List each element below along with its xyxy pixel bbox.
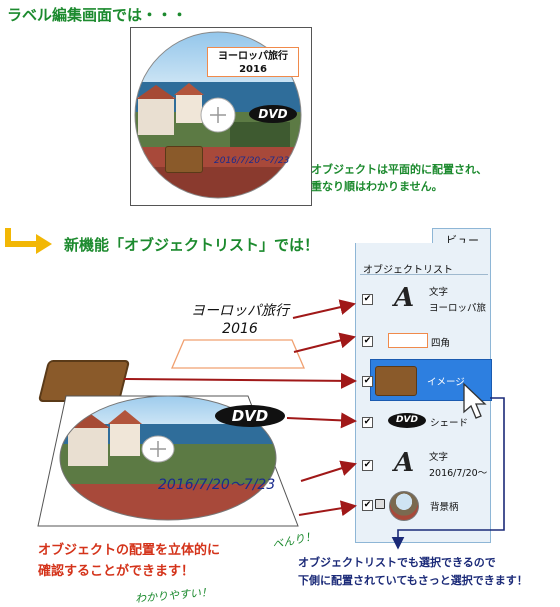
visibility-checkbox[interactable]: ✔ (362, 294, 373, 305)
row-label: 四角 (431, 338, 451, 349)
dvd-shade-icon: DVD (388, 413, 426, 428)
floating-dvd-logo: DVD (215, 405, 285, 427)
note-select-line-2: 下側に配置されていてもさっと選択できます！ (298, 574, 528, 587)
dvd-logo-text: DVD (258, 107, 288, 121)
row-sublabel: 2016/7/20〜 (429, 468, 488, 479)
lock-icon[interactable] (375, 499, 385, 509)
visibility-checkbox[interactable]: ✔ (362, 500, 373, 511)
row-label: 文字 (429, 287, 449, 298)
dvd-logo-small[interactable]: DVD (249, 105, 297, 123)
object-row-rectangle[interactable]: ✔ 四角 (356, 327, 492, 361)
yellow-arrow-icon (5, 228, 52, 254)
note-3d-line-2: 確認することができます！ (38, 564, 195, 579)
background-thumbnail-icon (389, 491, 419, 521)
suitcase-image-small[interactable] (165, 146, 203, 173)
row-label: イメージ (427, 377, 465, 388)
rectangle-icon (388, 333, 428, 348)
floating-title-text: ヨーロッパ旅行 2016 (185, 302, 295, 338)
panel-divider (360, 274, 488, 275)
note-flat-layout: オブジェクトは平面的に配置され、 重なり順はわかりません。 (311, 161, 487, 195)
floating-rectangle-layer (171, 339, 305, 369)
row-sublabel: ヨーロッパ旅 (429, 303, 487, 314)
floating-background-layer (37, 395, 299, 527)
heading-new-feature: 新機能「オブジェクトリスト」では！ (64, 236, 320, 254)
object-row-background[interactable]: ✔ 背景柄 (356, 489, 492, 523)
floating-year-line: 2016 (222, 321, 258, 337)
disc-preview (134, 31, 302, 199)
title-textbox[interactable]: ヨーロッパ旅行 2016 (207, 47, 299, 77)
row-label: シェード (430, 418, 469, 429)
floating-date-text: 2016/7/20〜7/23 (158, 477, 276, 493)
note-3d-confirm: オブジェクトの配置を立体的に 確認することができます！ (38, 540, 220, 582)
object-list-panel: オブジェクトリスト ✔ A 文字 ヨーロッパ旅 ✔ 四角 イメージ ✔ ✔ DV… (355, 243, 492, 543)
visibility-checkbox[interactable]: ✔ (362, 460, 373, 471)
disc-date-text: 2016/7/20〜7/23 (214, 156, 290, 166)
disc-year-text: 2016 (239, 64, 267, 75)
object-row-shade[interactable]: ✔ DVD シェード (356, 405, 492, 439)
disc-title-text: ヨーロッパ旅行 (218, 51, 288, 62)
note-flat-line-2: 重なり順はわかりません。 (311, 180, 443, 193)
note-select-list: オブジェクトリストでも選択できるので 下側に配置されていてもさっと選択できます！ (298, 554, 528, 590)
object-row-text-title[interactable]: ✔ A 文字 ヨーロッパ旅 (356, 281, 492, 315)
heading-label-edit: ラベル編集画面では・・・ (7, 6, 188, 24)
visibility-checkbox[interactable]: ✔ (362, 417, 373, 428)
visibility-checkbox[interactable]: ✔ (362, 336, 373, 347)
mouse-cursor-icon (463, 382, 487, 419)
text-a-icon: A (394, 283, 415, 313)
note-3d-line-1: オブジェクトの配置を立体的に (38, 543, 221, 558)
object-row-text-date[interactable]: ✔ A 文字 2016/7/20〜 (356, 446, 492, 480)
visibility-checkbox[interactable]: ✔ (362, 376, 373, 387)
row-label: 背景柄 (430, 502, 459, 513)
object-list-title: オブジェクトリスト (363, 265, 453, 276)
floating-title-line: ヨーロッパ旅行 (191, 303, 289, 319)
suitcase-thumbnail (375, 366, 417, 396)
row-label: 文字 (429, 452, 449, 463)
text-a-icon: A (394, 448, 415, 478)
floating-dvd-text: DVD (231, 407, 269, 425)
note-select-line-1: オブジェクトリストでも選択できるので (298, 556, 496, 569)
note-flat-line-1: オブジェクトは平面的に配置され、 (311, 163, 488, 176)
